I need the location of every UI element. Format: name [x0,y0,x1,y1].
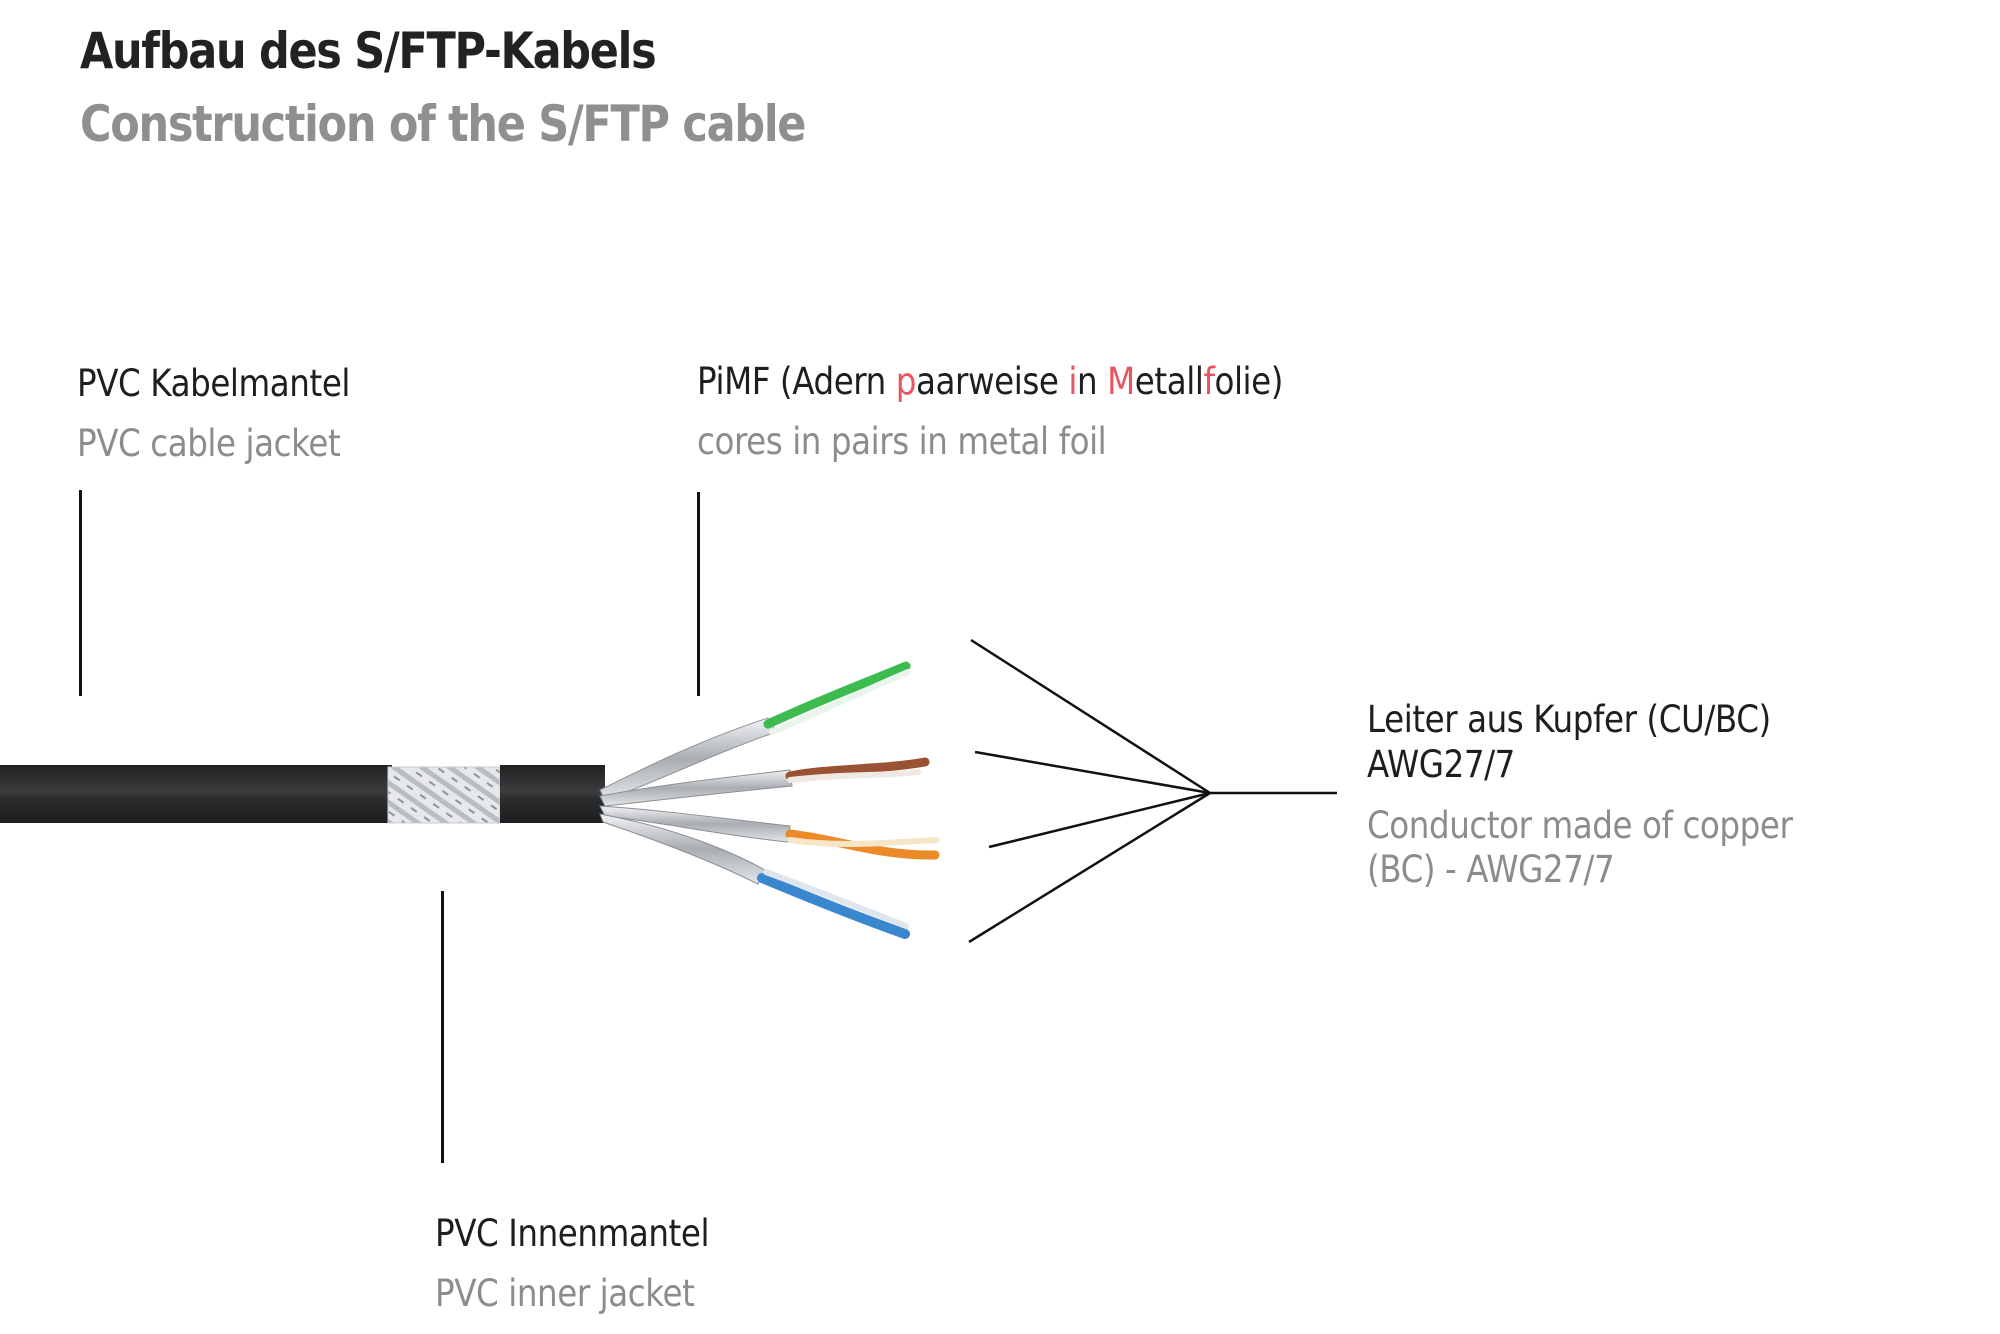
title-german: Aufbau des S/FTP-Kabels [80,22,657,80]
braid-shield [387,766,501,824]
wire-pair-brown [785,757,930,783]
label-conductor-en-line1: Conductor made of copper [1367,804,1793,847]
foil-pairs [599,717,793,885]
label-conductor-de-line1: Leiter aus Kupfer (CU/BC) [1367,698,1771,741]
pimf-highlight-i: i [1068,360,1078,403]
pimf-highlight-m: M [1107,360,1135,403]
wire-pair-blue [757,869,910,939]
pimf-highlight-f: f [1203,360,1215,403]
pimf-text-part: olie) [1214,360,1284,403]
leader-line-pimf [697,492,700,696]
pimf-text-part: etall [1134,360,1204,403]
title-english: Construction of the S/FTP cable [80,95,806,153]
label-jacket-de: PVC Kabelmantel [77,362,351,405]
wire-pair-green [763,661,911,735]
wire-pair-orange [785,829,940,860]
inner-jacket [500,765,605,823]
pimf-highlight-p: p [895,360,917,403]
pimf-text-part: PiMF (Adern [697,360,896,403]
pimf-text-part: aarweise [916,360,1069,403]
leader-line-inner-jacket [441,891,444,1163]
label-conductor-de-line2: AWG27/7 [1367,743,1515,786]
label-inner-jacket-de: PVC Innenmantel [435,1212,710,1255]
leader-line-jacket [79,490,82,696]
label-pimf-de: PiMF (Adern paarweise in Metallfolie) [697,360,1283,403]
label-conductor-en-line2: (BC) - AWG27/7 [1367,848,1615,891]
pimf-text-part: n [1077,360,1108,403]
label-inner-jacket-en: PVC inner jacket [435,1272,695,1315]
outer-jacket [0,765,392,823]
label-pimf-en: cores in pairs in metal foil [697,420,1107,463]
conductor-leader-fan [968,638,1337,944]
label-jacket-en: PVC cable jacket [77,422,341,465]
